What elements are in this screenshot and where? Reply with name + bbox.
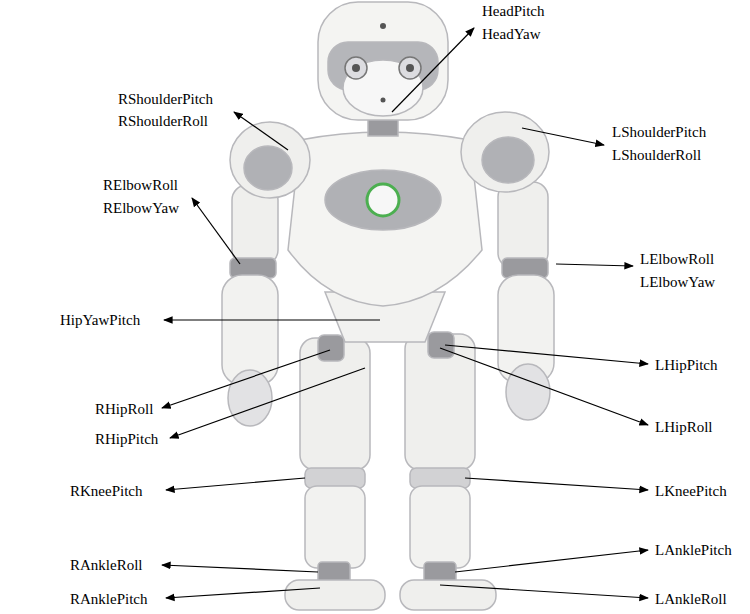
joint-label: HeadPitch: [482, 2, 544, 20]
leader-line: [522, 128, 604, 145]
joint-label: RElbowRoll: [103, 176, 178, 194]
joint-label: LAnkleRoll: [655, 590, 727, 608]
joint-label: RAnkleRoll: [70, 556, 143, 574]
right-hand: [228, 370, 272, 426]
joint-label: RShoulderRoll: [118, 112, 208, 130]
joint-label: LShoulderPitch: [612, 123, 706, 141]
leader-line: [455, 550, 648, 572]
joint-label: HipYawPitch: [60, 311, 140, 329]
left-hand: [506, 364, 550, 420]
joint-label: LHipPitch: [655, 356, 718, 374]
face: [343, 60, 423, 116]
leader-line: [192, 198, 240, 264]
right-shoulder: [230, 122, 310, 198]
joint-label: RHipRoll: [95, 400, 153, 418]
joint-label: RHipPitch: [95, 430, 158, 448]
joint-label: LHipRoll: [655, 418, 713, 436]
joint-label: RKneePitch: [70, 482, 143, 500]
right-hip-joint: [318, 335, 344, 361]
leader-line: [392, 28, 474, 112]
left-eye: [399, 57, 421, 79]
torso: [288, 132, 482, 306]
right-knee: [305, 468, 365, 488]
joint-label: RShoulderPitch: [118, 90, 213, 108]
leader-line: [162, 350, 330, 408]
right-pupil: [352, 64, 360, 72]
left-upper-arm: [498, 182, 548, 268]
joint-label: RAnklePitch: [70, 590, 148, 608]
joint-label: LElbowYaw: [640, 273, 715, 291]
left-foot: [400, 580, 496, 610]
joint-label: LElbowRoll: [640, 250, 714, 268]
leader-line: [166, 588, 320, 598]
leader-line: [166, 478, 305, 490]
right-foot: [285, 580, 385, 610]
left-shoulder: [461, 112, 549, 192]
chest-panel: [325, 170, 441, 230]
leader-line: [164, 319, 380, 320]
head-camera: [380, 23, 386, 29]
joint-label: LShoulderRoll: [612, 146, 701, 164]
mouth: [381, 98, 386, 103]
left-pupil: [406, 64, 414, 72]
leader-line: [162, 565, 318, 572]
right-forearm: [222, 275, 278, 385]
right-shin: [305, 486, 365, 568]
right-eye: [345, 57, 367, 79]
joint-label: HeadYaw: [482, 25, 540, 43]
leader-line: [440, 585, 648, 598]
right-shoulder-panel: [244, 146, 292, 190]
robot-body: [222, 2, 554, 610]
left-shoulder-panel: [482, 137, 534, 183]
leader-lines: [162, 28, 648, 598]
head: [318, 2, 448, 120]
left-shin: [410, 486, 470, 568]
left-knee: [410, 468, 470, 488]
leader-line: [234, 112, 288, 150]
leader-line: [440, 348, 648, 425]
leader-line: [465, 478, 648, 490]
leader-line: [170, 368, 365, 438]
joint-label: LKneePitch: [655, 482, 727, 500]
joint-label: RElbowYaw: [103, 199, 179, 217]
chest-button: [367, 184, 399, 216]
leader-line: [556, 264, 633, 266]
joint-label: LAnklePitch: [655, 541, 732, 559]
